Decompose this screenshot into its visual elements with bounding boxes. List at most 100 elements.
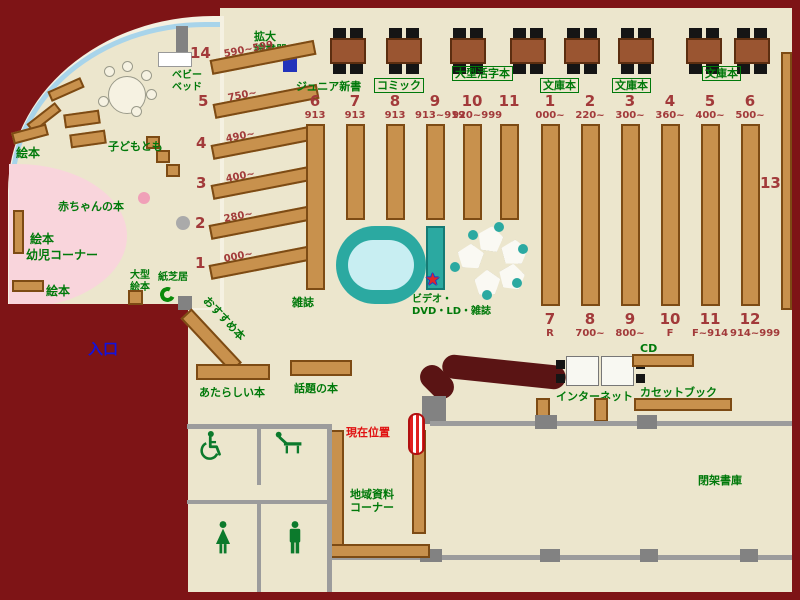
stack-range: 920~999 — [452, 110, 503, 121]
chair — [636, 374, 645, 383]
wall — [327, 424, 332, 592]
kids-stool-gray — [176, 216, 190, 230]
cd-label: CD — [640, 342, 658, 355]
new-books-label: あたらしい本 — [199, 386, 265, 399]
bookshelf — [660, 124, 680, 306]
topical-books-label: 話題の本 — [294, 382, 338, 395]
stool — [518, 244, 528, 254]
bookshelf — [580, 124, 600, 306]
wall-pillar — [740, 549, 758, 562]
bunko-label: 文庫本 — [540, 78, 579, 94]
stack-range: 300~ — [615, 110, 645, 121]
stack-range: 913 — [304, 110, 326, 121]
reading-table — [564, 28, 600, 74]
toddler-corner-label: 幼児コーナー — [26, 248, 99, 262]
stack-range: 913~919 — [415, 110, 466, 121]
small-shelf — [594, 398, 608, 422]
wall — [657, 421, 792, 426]
large-picture-books-label: 大型 絵本 — [130, 270, 150, 293]
wall — [187, 424, 332, 429]
kids-stool-pink — [138, 192, 150, 204]
entrance-exterior — [8, 304, 188, 592]
stack-number: 4 — [664, 92, 676, 110]
picture-book-shelf — [13, 210, 24, 254]
stack-number: 10 — [461, 92, 483, 110]
bookshelf — [540, 124, 560, 306]
wall-pillar — [535, 415, 557, 429]
wall — [430, 421, 535, 426]
large-print-label: 大型活字本 — [452, 66, 513, 82]
kids-chair — [122, 61, 133, 72]
wheelchair-icon — [200, 431, 221, 460]
kids-chair — [146, 89, 157, 100]
stack-number: 6 — [309, 92, 321, 110]
bookshelf — [620, 124, 640, 306]
stack-number: 3 — [624, 92, 636, 110]
stack-range — [489, 109, 529, 122]
stack-column: 11 — [489, 94, 529, 220]
bookshelf — [305, 124, 325, 290]
magazine-label: 雑誌 — [292, 296, 314, 309]
bookshelf — [425, 124, 445, 220]
reading-table — [386, 28, 422, 74]
current-spot-star-icon: ★ — [425, 270, 441, 290]
baby-books-label: 赤ちゃんの本 — [58, 200, 124, 213]
wall — [332, 555, 792, 560]
stool — [468, 230, 478, 240]
current-position-label: 現在位置 — [346, 426, 390, 439]
stack-number: 11 — [498, 92, 520, 110]
bookshelf — [700, 124, 720, 306]
picture-books-label: 絵本 — [46, 284, 71, 298]
bunko-label: 文庫本 — [702, 66, 741, 82]
cd-shelf — [632, 354, 694, 367]
stack-range: 500~ — [735, 110, 765, 121]
stack-number: 4 — [196, 134, 207, 152]
av-shelf — [426, 226, 445, 290]
entrance-label: 入口 — [88, 340, 119, 358]
small-shelf — [128, 290, 143, 305]
stack-number: 2 — [195, 214, 206, 232]
picture-book-shelf — [12, 280, 44, 292]
stool — [450, 262, 460, 272]
wall — [187, 500, 331, 504]
men-restroom-icon — [289, 521, 301, 554]
stack-number: 14 — [190, 44, 211, 62]
local-materials-shelf — [330, 544, 430, 558]
stack-number: 5 — [704, 92, 716, 110]
step-shelf — [146, 136, 160, 149]
stack-range: 360~ — [655, 110, 685, 121]
baby-bed-label: ベビー ベッド — [172, 70, 202, 93]
stack-number: 1 — [544, 92, 556, 110]
stack-number: 5 — [198, 92, 209, 110]
internet-label: インターネット — [556, 390, 633, 403]
stack-range: 913 — [344, 110, 366, 121]
local-materials-shelf — [330, 430, 344, 558]
reading-table — [686, 28, 722, 74]
stool — [482, 290, 492, 300]
picture-books-label: 絵本 — [30, 232, 55, 246]
wall — [257, 504, 261, 592]
stack-range: 400~ — [695, 110, 725, 121]
reading-table — [734, 28, 770, 74]
bookshelf — [462, 124, 482, 220]
bookshelf — [345, 124, 365, 220]
stool — [494, 222, 504, 232]
wall — [557, 421, 637, 426]
stack-range: 913 — [384, 110, 406, 121]
stack-number: 1 — [195, 254, 206, 272]
wall-pillar — [422, 396, 446, 424]
current-position-marker — [408, 413, 425, 455]
